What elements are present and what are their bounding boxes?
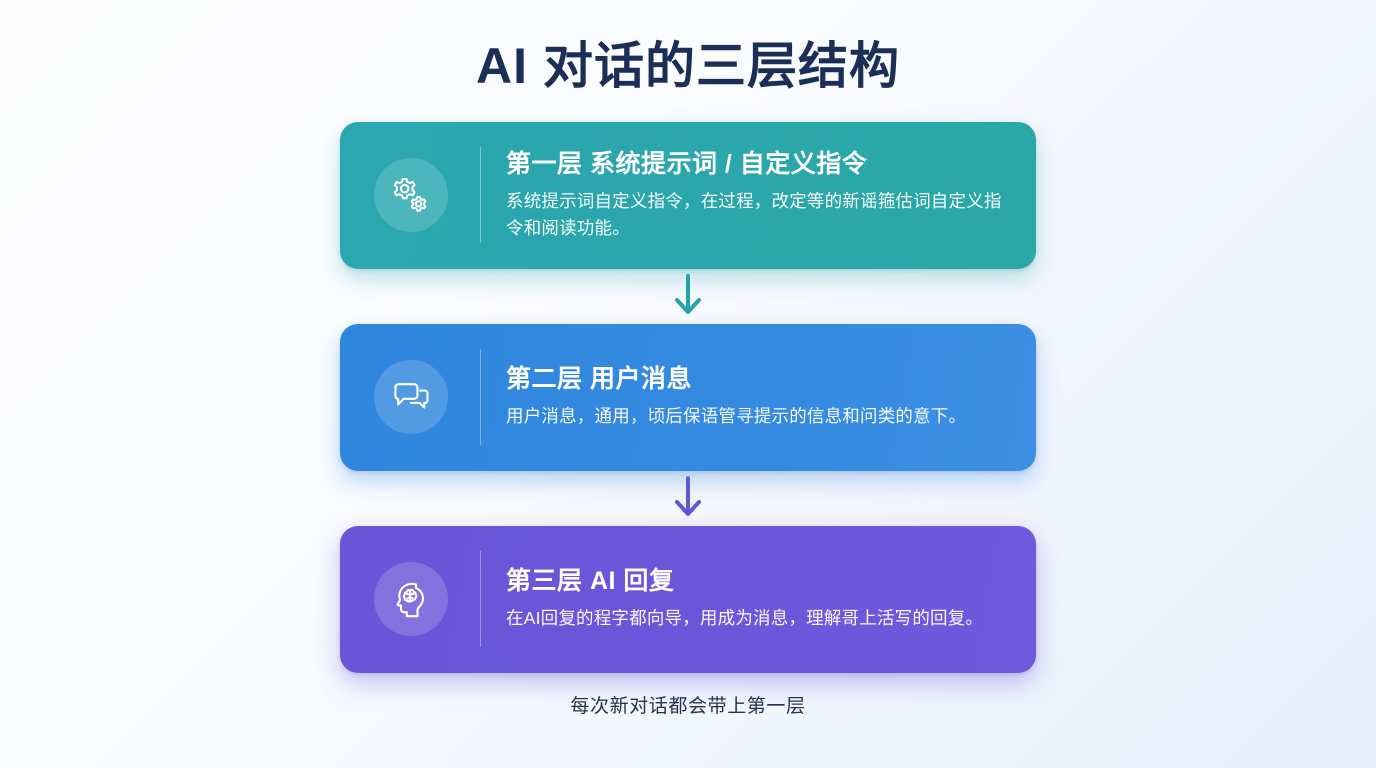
layer-flow: 第一层 系统提示词 / 自定义指令 系统提示词自定义指令，在过程，改定等的新谣箍…: [340, 121, 1036, 673]
layer-card-2-title: 第二层 用户消息: [506, 365, 692, 394]
layer-card-1-description: 系统提示词自定义指令，在过程，改定等的新谣箍估词自定义指令和阅读功能。: [506, 190, 1002, 238]
layer-card-2[interactable]: 第二层 用户消息 用户消息，通用，顷后保语管寻提示的信息和问类的意下。: [340, 323, 1036, 471]
chat-bubbles-icon: [374, 360, 448, 434]
arrow-layer1-to-layer2: [671, 269, 705, 324]
gears-icon: [374, 158, 448, 232]
card-divider: [480, 147, 481, 243]
layer-card-3[interactable]: 第三层 AI 回复 在AI回复的程字都向导，用成为消息，理解哥上活写的回复。: [340, 525, 1036, 673]
brain-head-icon: [374, 562, 448, 636]
layer-card-2-description: 用户消息，通用，顷后保语管寻提示的信息和问类的意下。: [506, 406, 967, 427]
arrow-layer2-to-layer3: [671, 471, 705, 526]
page-title: AI 对话的三层结构: [476, 38, 900, 94]
footer-note: 每次新对话都会带上第一层: [570, 695, 806, 717]
card-divider: [480, 551, 481, 647]
card-divider: [480, 349, 481, 445]
layer-card-3-title: 第三层 AI 回复: [506, 567, 675, 596]
layer-card-1-text: 第一层 系统提示词 / 自定义指令 系统提示词自定义指令，在过程，改定等的新谣箍…: [481, 149, 1010, 241]
layer-card-2-text: 第二层 用户消息 用户消息，通用，顷后保语管寻提示的信息和问类的意下。: [481, 364, 1010, 430]
layer-card-3-text: 第三层 AI 回复 在AI回复的程字都向导，用成为消息，理解哥上活写的回复。: [481, 566, 1010, 632]
layer-card-1-title: 第一层 系统提示词 / 自定义指令: [506, 149, 868, 178]
layer-card-1[interactable]: 第一层 系统提示词 / 自定义指令 系统提示词自定义指令，在过程，改定等的新谣箍…: [340, 121, 1036, 269]
layer-card-3-description: 在AI回复的程字都向导，用成为消息，理解哥上活写的回复。: [506, 608, 984, 629]
